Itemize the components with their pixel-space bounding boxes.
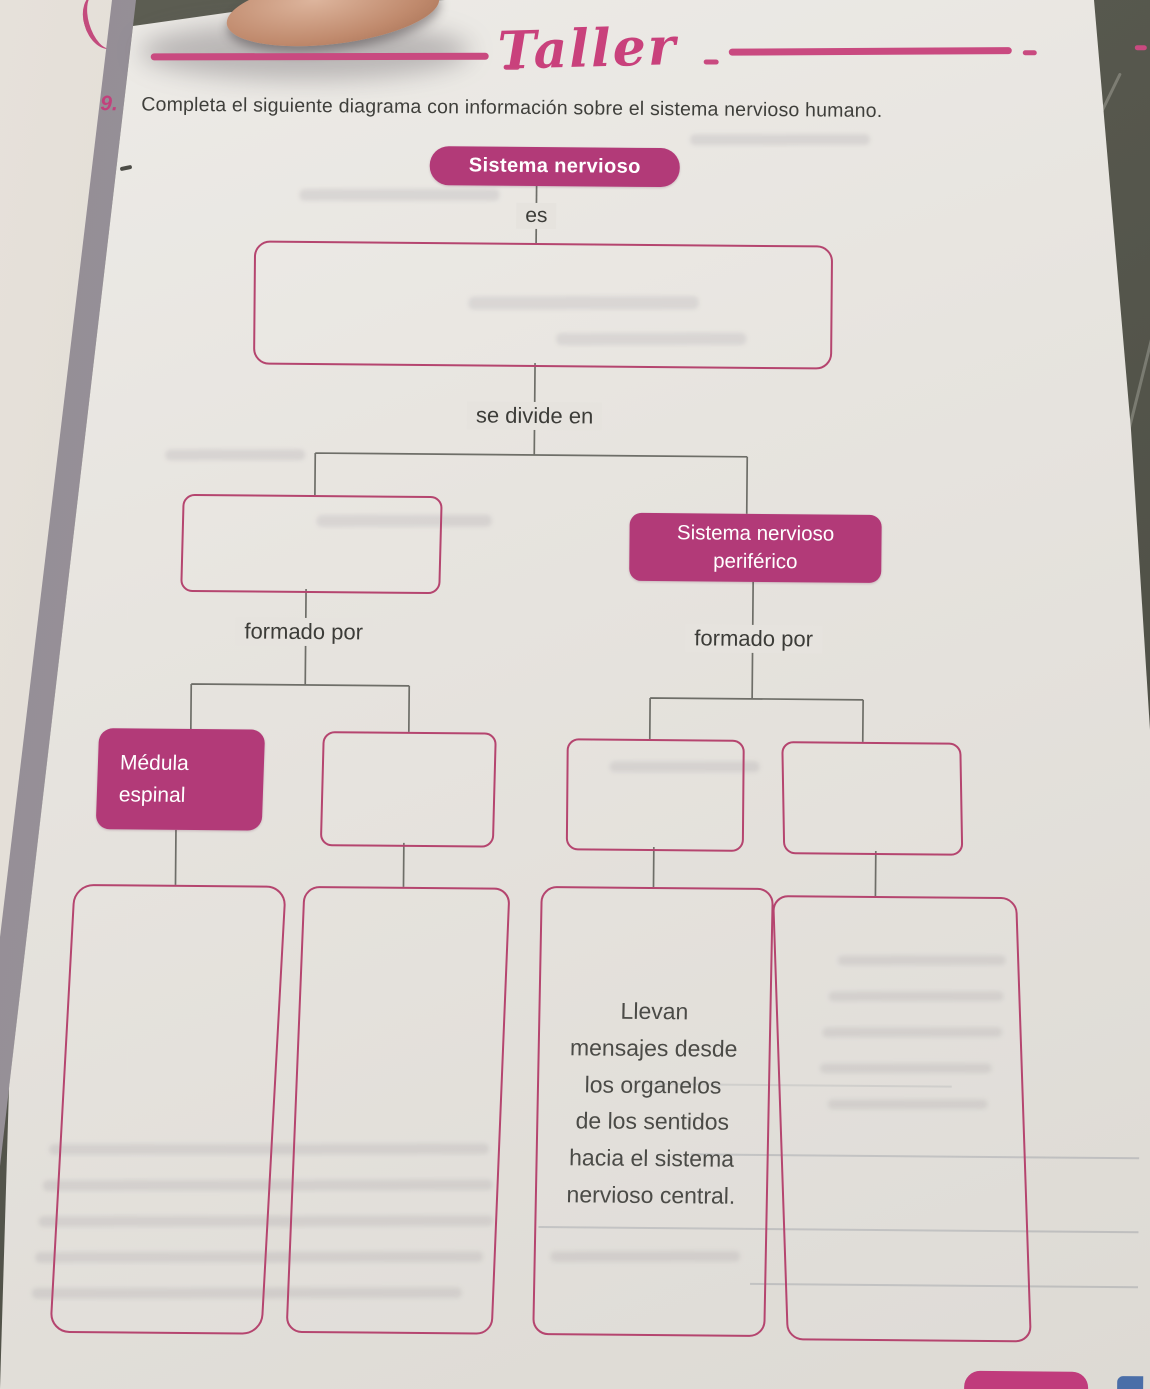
empty-answer-box-bottom-2 [285,885,511,1335]
connector-label-es: es [516,202,557,230]
connector-label-formado-por-right: formado por [685,624,823,654]
connector-right-branch-split [648,581,864,742]
connector-label-formado-por-left: formado por [235,617,373,647]
connector-left-branch-split [189,588,411,732]
empty-answer-box-peripheral-part-1 [565,738,745,852]
empty-answer-box-bottom-1 [49,883,287,1335]
partial-pink-box [964,1370,1089,1389]
answer-box-afferent-nerves: Llevan mensajes desde los organelos de l… [532,886,774,1338]
empty-answer-box-peripheral-part-2 [781,741,964,856]
node-sistema-nervioso: Sistema nervioso [429,146,680,188]
connector-definition-split [314,362,749,514]
connector-drops-to-bottom-row [174,829,877,896]
node-medula-espinal: Médula espinal [95,728,266,831]
node-sistema-nervioso-periferico: Sistema nervioso periférico [629,512,882,583]
afferent-description-text: Llevan mensajes desde los organelos de l… [566,997,738,1209]
empty-answer-box-definition [253,240,834,370]
node-root-label: Sistema nervioso [468,154,641,178]
partial-blue-box [1117,1376,1144,1389]
connector-label-se-divide-en: se divide en [466,401,603,431]
empty-answer-box-central-part [319,731,497,848]
empty-answer-box-central-system [180,493,443,595]
empty-answer-box-bottom-4 [772,895,1032,1343]
